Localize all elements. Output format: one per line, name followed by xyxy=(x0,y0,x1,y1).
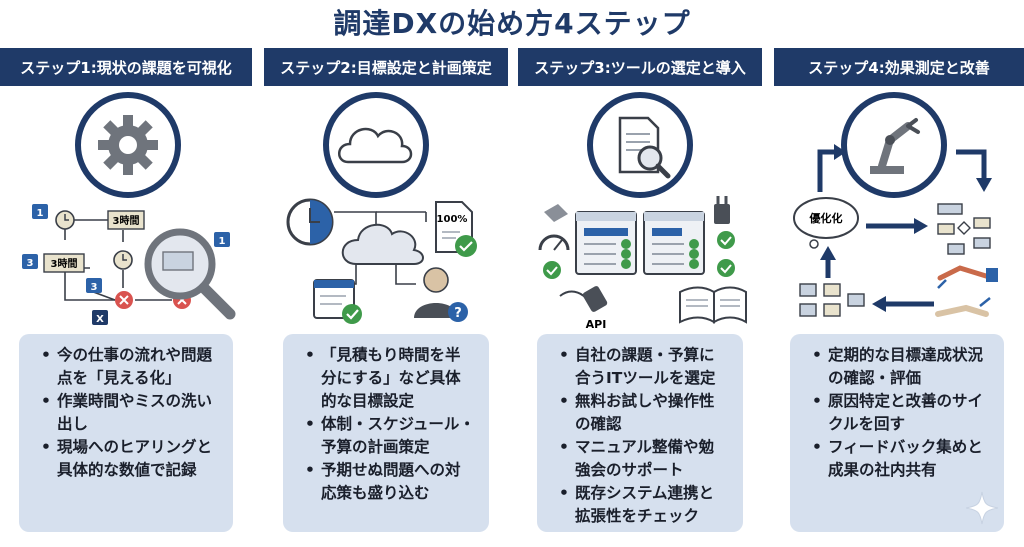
badge: 3 xyxy=(22,254,38,269)
step2-header: ステップ2:目標設定と計画策定 xyxy=(264,48,508,86)
thought-bubble: 優化化 xyxy=(793,197,859,249)
svg-text:?: ? xyxy=(454,306,462,321)
flowchart-icon xyxy=(937,203,991,255)
list-item: 作業時間やミスの洗い出し xyxy=(41,390,219,436)
window-icon xyxy=(575,211,637,275)
flowchart-icon xyxy=(799,283,865,317)
clock-icon xyxy=(55,210,75,230)
checklist-icon xyxy=(313,279,362,324)
plug-icon xyxy=(714,196,730,224)
badge: 1 xyxy=(32,204,48,219)
list-item: マニュアル整備や勉強会のサポート xyxy=(559,436,729,482)
book-icon xyxy=(679,286,747,324)
svg-text:優化化: 優化化 xyxy=(809,211,843,225)
list-item: 予期せぬ問題への対応策も盛り込む xyxy=(305,459,475,505)
document-icon: 100% xyxy=(435,201,477,257)
error-icon xyxy=(115,291,133,309)
document-search-icon xyxy=(618,116,671,179)
step3-illustration: API xyxy=(530,92,752,332)
step2-card: 「見積もり時間を半分にする」など具体的な目標設定 体制・スケジュール・予算の計画… xyxy=(283,334,489,532)
step1-card: 今の仕事の流れや問題点を「見える化」 作業時間やミスの洗い出し 現場へのヒアリン… xyxy=(19,334,233,532)
list-item: 「見積もり時間を半分にする」など具体的な目標設定 xyxy=(305,344,475,413)
badge: 3 xyxy=(86,278,102,293)
user-question-icon: ? xyxy=(414,267,468,322)
page-title: 調達DXの始め方4ステップ xyxy=(333,7,691,40)
step3-header: ステップ3:ツールの選定と導入 xyxy=(518,48,762,86)
cycle-arrows xyxy=(817,144,992,312)
api-label: API xyxy=(586,318,607,331)
clock-icon xyxy=(286,198,334,246)
sparkle-icon xyxy=(965,491,999,525)
robot-arm-icon xyxy=(870,118,920,174)
step1-illustration: 1 3 3 1 3時間 3時間 xyxy=(10,92,250,332)
tag-icon xyxy=(544,204,568,222)
step1-header: ステップ1:現状の課題を可視化 xyxy=(0,48,252,86)
svg-text:1: 1 xyxy=(219,236,226,247)
list-item: 原因特定と改善のサイクルを回す xyxy=(812,390,990,436)
step3-card: 自社の課題・予算に合うITツールを選定 無料お試しや操作性の確認 マニュアル整備… xyxy=(537,334,743,532)
step4-card: 定期的な目標達成状況の確認・評価 原因特定と改善のサイクルを回す フィードバック… xyxy=(790,334,1004,532)
clock-icon xyxy=(113,250,133,270)
list-item: 体制・スケジュール・予算の計画策定 xyxy=(305,413,475,459)
plug-icon xyxy=(559,286,608,312)
list-item: 今の仕事の流れや問題点を「見える化」 xyxy=(41,344,219,390)
list-item: 定期的な目標達成状況の確認・評価 xyxy=(812,344,990,390)
list-item: 無料お試しや操作性の確認 xyxy=(559,390,729,436)
x-label: X xyxy=(92,310,108,325)
time-label: 3時間 xyxy=(43,253,85,273)
svg-text:3時間: 3時間 xyxy=(51,257,78,270)
svg-text:1: 1 xyxy=(37,208,44,219)
handshake-icon xyxy=(935,265,998,317)
time-label: 3時間 xyxy=(107,210,145,230)
gear-icon xyxy=(98,115,158,175)
svg-text:3: 3 xyxy=(27,258,34,269)
list-item: 現場へのヒアリングと具体的な数値で記録 xyxy=(41,436,219,482)
svg-text:3: 3 xyxy=(91,282,98,293)
robot-circle xyxy=(841,92,947,198)
svg-text:100%: 100% xyxy=(437,214,468,225)
badge: 1 xyxy=(214,232,230,247)
step4-header: ステップ4:効果測定と改善 xyxy=(774,48,1024,86)
list-item: フィードバック集めと成果の社内共有 xyxy=(812,436,990,482)
list-item: 既存システム連携と拡張性をチェック xyxy=(559,482,729,528)
svg-text:3時間: 3時間 xyxy=(113,214,140,227)
gauge-icon xyxy=(538,234,570,251)
check-icon xyxy=(717,231,735,249)
step2-illustration: 100% ? xyxy=(276,92,496,332)
window-icon xyxy=(643,211,705,275)
cloud-icon xyxy=(338,127,413,164)
check-icon xyxy=(543,261,561,279)
magnifier-icon xyxy=(144,228,236,320)
step4-illustration: 優化化 xyxy=(790,92,1010,332)
cloud-icon xyxy=(341,224,424,265)
svg-text:X: X xyxy=(96,314,104,325)
list-item: 自社の課題・予算に合うITツールを選定 xyxy=(559,344,729,390)
check-icon xyxy=(717,259,735,277)
